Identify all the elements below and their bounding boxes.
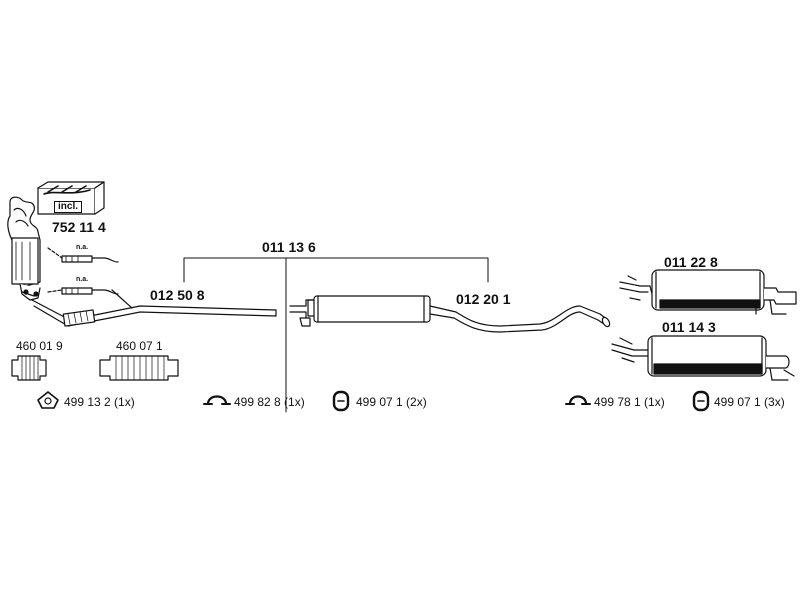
gasket-icon [37,391,59,409]
catalytic-converter [7,196,41,301]
rubber-hanger-icon-2 [692,390,710,412]
not-available-label-1: n.a. [76,244,89,251]
kit-badge: incl. [54,201,83,213]
not-available-label-2: n.a. [76,276,89,283]
lambda-sensor-2 [47,287,119,295]
front-pipe [31,289,277,327]
front-pipe-label: 012 50 8 [150,287,205,303]
rubber-hanger-icon [332,390,350,412]
rear-silencer-b-label: 011 14 3 [662,319,716,335]
fitting-clamp-label: 499 82 8 (1x) [234,395,305,409]
flex-pipe-2-drawing [99,355,179,381]
fitting-hanger-label: 499 07 1 (2x) [356,395,427,409]
rear-silencer-a-label: 011 22 8 [664,254,718,270]
rear-silencer-b [611,335,795,381]
clamp-icon [203,395,231,406]
center-pipe-label: 012 20 1 [456,291,511,307]
flex-pipe-2-label: 460 07 1 [116,339,163,353]
fitting-clamp-2-label: 499 78 1 (1x) [594,395,665,409]
center-silencer [289,295,611,333]
fitting-gasket-label: 499 13 2 (1x) [64,395,135,409]
clamp-icon-2 [565,395,591,406]
flex-pipe-1-drawing [11,355,47,381]
lambda-sensor-1 [47,247,119,263]
assembly-bracket [183,257,489,413]
assembly-label: 011 13 6 [262,239,316,255]
fitting-hanger-2-label: 499 07 1 (3x) [714,395,785,409]
rear-silencer-a [619,269,797,315]
kit-number-label: 752 11 4 [52,219,106,235]
flex-pipe-1-label: 460 01 9 [16,339,63,353]
